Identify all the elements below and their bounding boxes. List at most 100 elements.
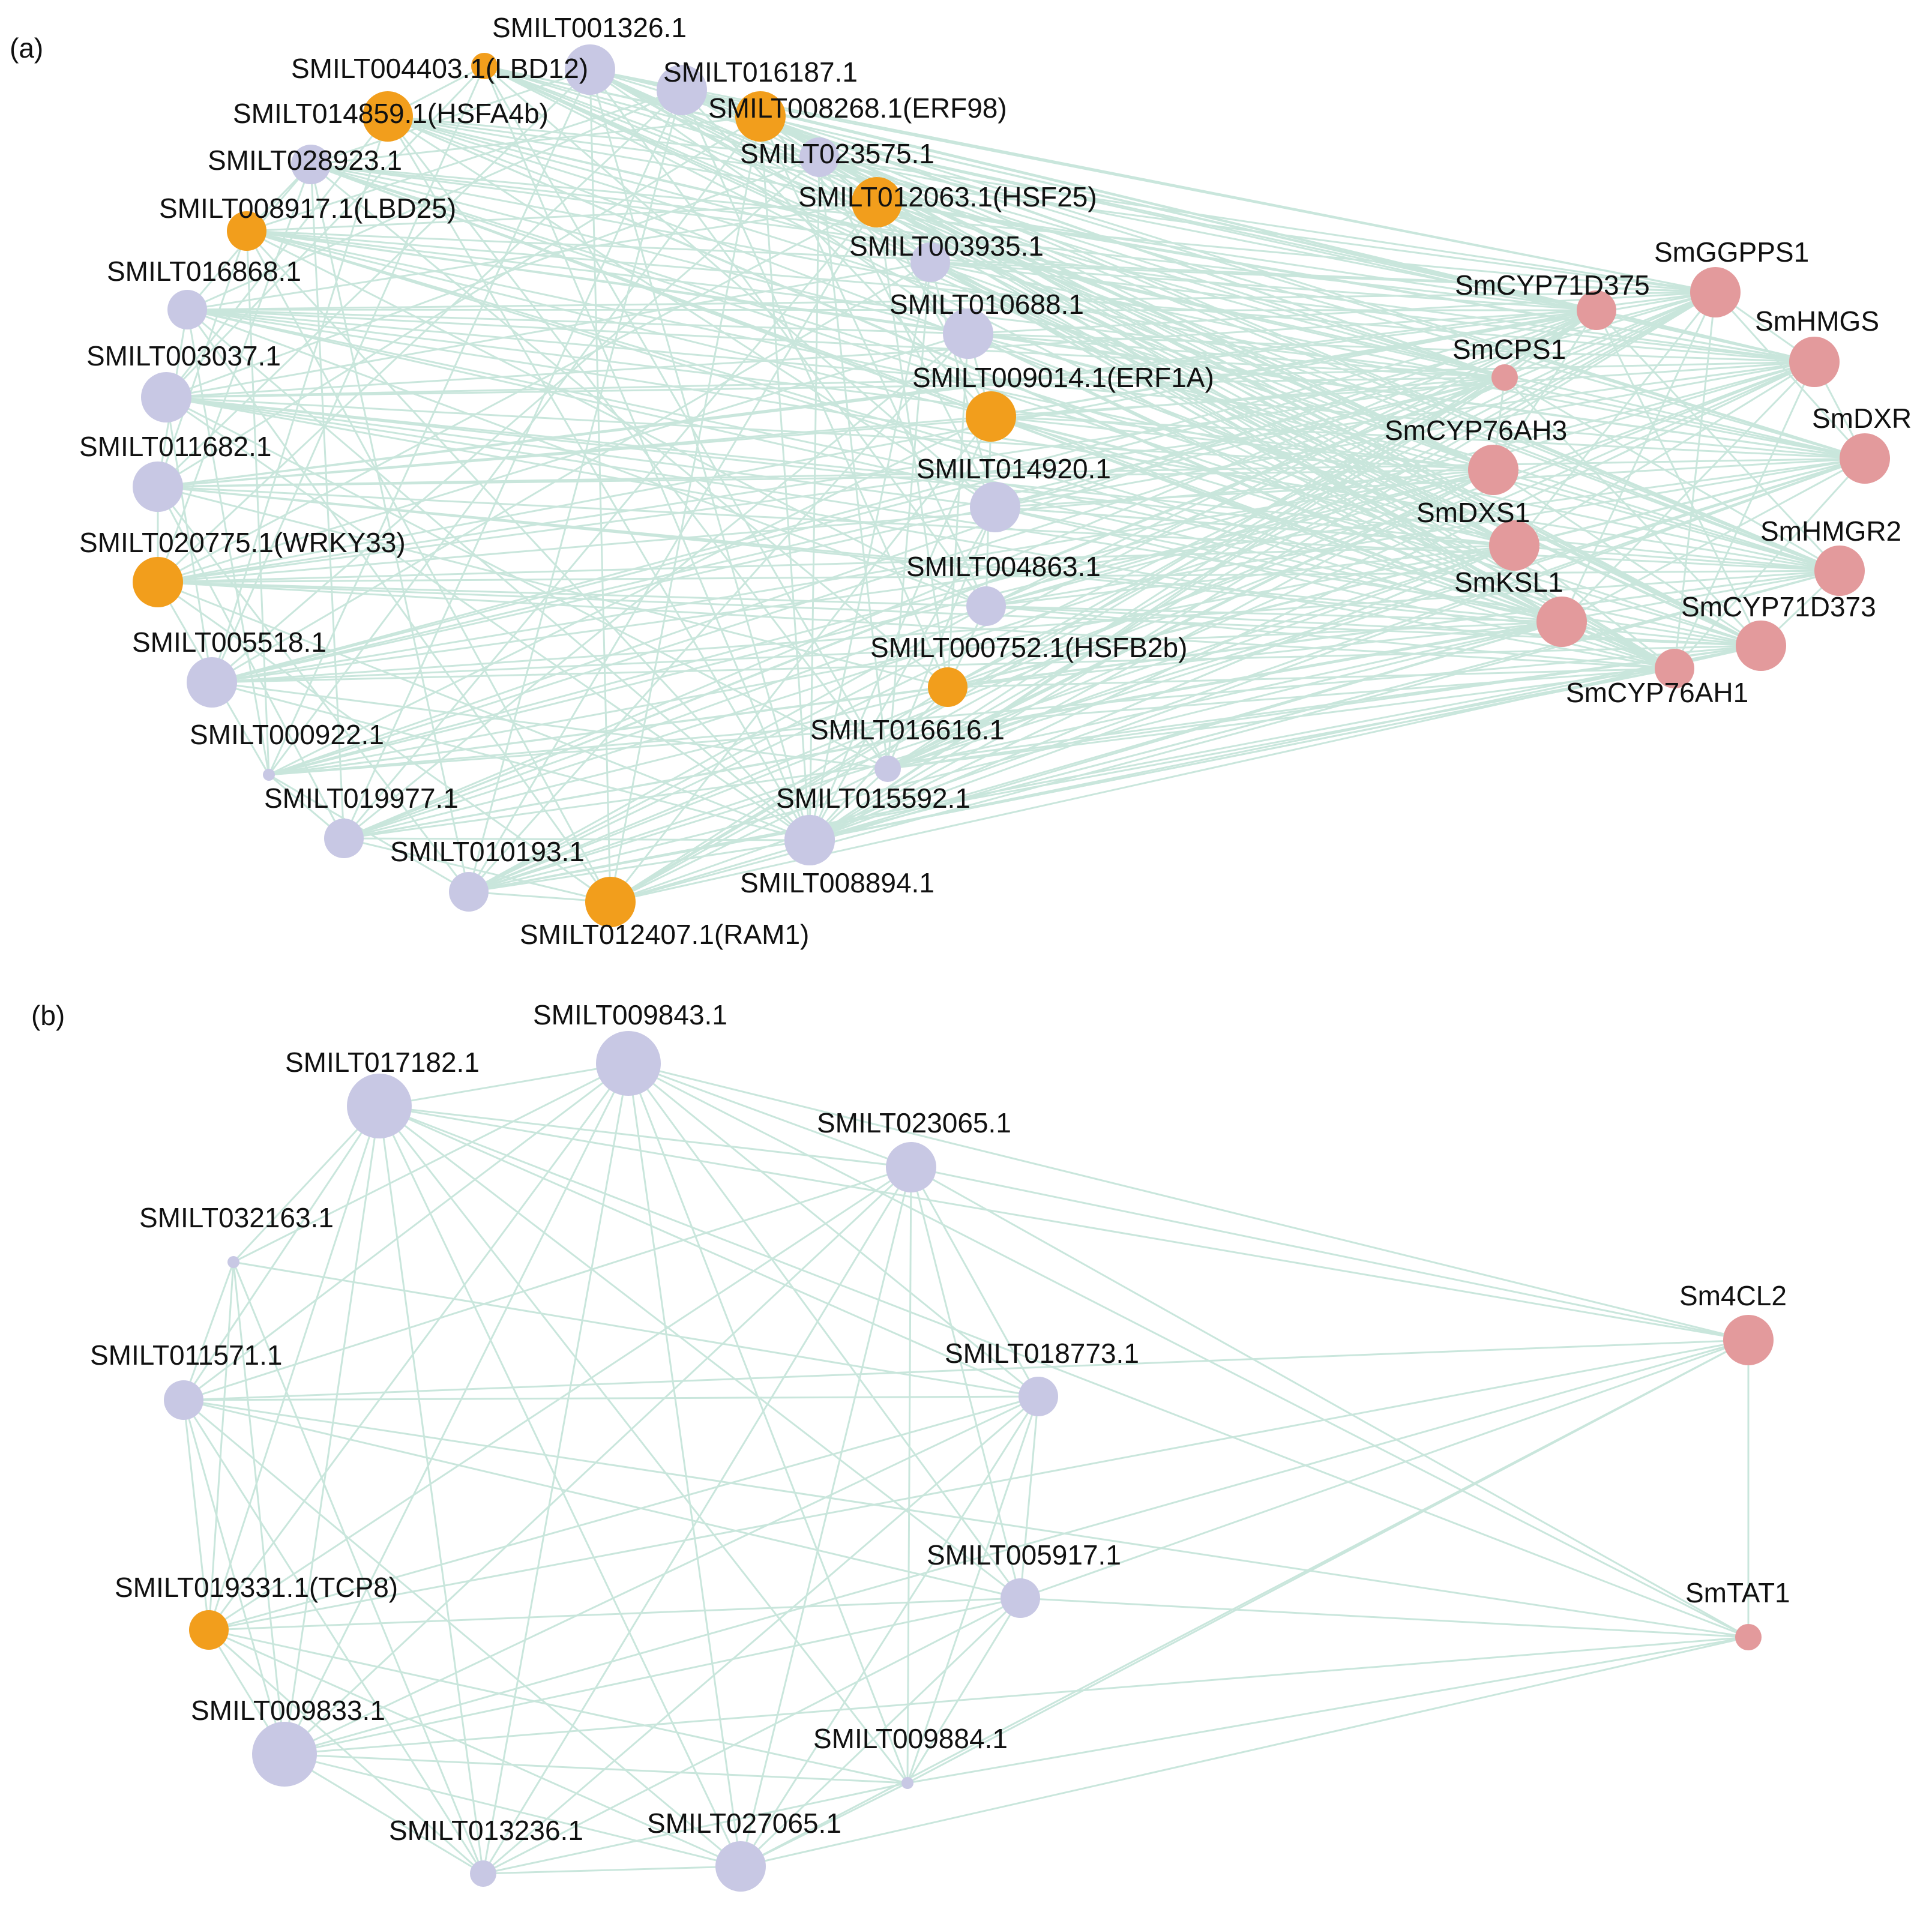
edge-SMILT018773.1-SMILT027065.1	[739, 1396, 1040, 1867]
edge-SMILT016868.1-SmHMGR2	[187, 308, 1840, 572]
edge-SmCYP76AH3-SmCYP71D373	[1493, 469, 1762, 647]
node-SMILT014920.1	[970, 482, 1020, 532]
node-SMILT016187.1	[657, 65, 707, 115]
node-label-SMILT019977.1: SMILT019977.1	[264, 783, 459, 814]
edge-SMILT016868.1-SmCYP76AH3	[187, 308, 1494, 471]
node-SMILT003935.1	[910, 242, 950, 282]
edge-SMILT009014.1-SmDXS1	[990, 415, 1515, 547]
panel-b-nodes: SMILT009843.1SMILT017182.1SMILT023065.1S…	[90, 999, 1790, 1892]
edge-SMILT016187.1-SMILT009014.1	[681, 89, 992, 418]
edge-SMILT010193.1-SmCYP71D375	[468, 309, 1597, 893]
edge-SMILT011571.1-SmTAT1	[183, 1399, 1749, 1638]
edge-SMILT028923.1-SmDXS1	[310, 163, 1515, 547]
node-label-SMILT013236.1: SMILT013236.1	[389, 1815, 583, 1846]
edge-SMILT020775.1-SmCYP71D375	[157, 309, 1597, 583]
edge-SMILT012063.1-SmCYP71D375	[876, 201, 1597, 311]
edge-SmCPS1-SmCYP71D373	[1503, 376, 1762, 647]
edge-SMILT008917.1-SMILT011682.1	[157, 230, 248, 487]
edge-SMILT000922.1-SmCYP76AH1	[268, 667, 1675, 776]
edge-SMILT017182.1-SMILT005917.1	[379, 1105, 1021, 1599]
edge-SMILT017182.1-SMILT018773.1	[379, 1105, 1039, 1398]
edge-SmGGPPS1-SmCYP76AH1	[1673, 292, 1717, 669]
edge-SMILT012063.1-SmHMGS	[876, 201, 1815, 363]
edge-SMILT019977.1-SmKSL1	[343, 621, 1562, 840]
node-label-SMILT009014.1: SMILT009014.1(ERF1A)	[912, 362, 1214, 393]
edge-SMILT012407.1-SmKSL1	[610, 621, 1562, 903]
edge-SMILT001326.1-SMILT012063.1	[589, 68, 877, 203]
node-label-SMILT009884.1: SMILT009884.1	[813, 1723, 1008, 1754]
node-SmTAT1	[1735, 1624, 1762, 1650]
edge-SMILT005917.1-SMILT019331.1	[208, 1597, 1021, 1631]
edge-SMILT004863.1-SMILT019977.1	[343, 605, 987, 840]
node-SmHMGR2	[1814, 546, 1865, 596]
edge-SMILT008268.1-SMILT004863.1	[759, 116, 987, 607]
node-SmHMGS	[1789, 337, 1840, 387]
edge-SMILT017182.1-SMILT013236.1	[378, 1105, 484, 1874]
edge-SMILT008894.1-SmHMGS	[809, 361, 1815, 841]
node-Sm4CL2	[1723, 1315, 1774, 1365]
edge-SMILT016868.1-SMILT004863.1	[187, 308, 987, 607]
edge-SMILT003935.1-SmCYP71D375	[930, 261, 1597, 311]
edge-SMILT020775.1-SMILT004863.1	[157, 581, 987, 607]
edge-SMILT004403.1-SMILT016616.1	[483, 65, 889, 769]
node-label-SMILT027065.1: SMILT027065.1	[647, 1808, 841, 1839]
edge-SMILT017182.1-SMILT011571.1	[182, 1105, 381, 1401]
edge-SMILT003037.1-SmCYP76AH1	[166, 396, 1675, 670]
node-SMILT011682.1	[133, 461, 183, 512]
node-label-SMILT016187.1: SMILT016187.1	[663, 56, 858, 88]
edge-SMILT008917.1-SMILT004863.1	[246, 230, 987, 607]
edge-SMILT005917.1-SMILT027065.1	[739, 1597, 1022, 1868]
panel-a-nodes: SMILT004403.1(LBD12)SMILT001326.1SMILT01…	[79, 12, 1912, 950]
node-label-SMILT018773.1: SMILT018773.1	[945, 1338, 1139, 1369]
node-label-SmKSL1: SmKSL1	[1454, 567, 1563, 598]
edge-SMILT019977.1-SmCYP71D375	[343, 309, 1597, 840]
edge-SMILT023575.1-SmCPS1	[819, 156, 1505, 379]
edge-SMILT023575.1-SMILT003037.1	[166, 156, 820, 398]
edge-SMILT016187.1-SMILT010193.1	[468, 89, 683, 892]
edge-SMILT004863.1-SmGGPPS1	[986, 291, 1716, 607]
edge-SMILT014859.1-SMILT023575.1	[387, 115, 820, 158]
edge-SMILT003037.1-SMILT008894.1	[166, 396, 810, 841]
edge-SmCYP71D375-SmHMGR2	[1595, 309, 1841, 572]
node-SMILT014859.1	[363, 91, 413, 142]
edge-SMILT012407.1-SmCYP71D375	[610, 309, 1597, 903]
edge-SmTAT1-SMILT009833.1	[284, 1636, 1749, 1755]
edge-SMILT023065.1-SMILT027065.1	[739, 1167, 912, 1867]
edge-SMILT023065.1-SMILT005917.1	[910, 1167, 1022, 1599]
node-SMILT016616.1	[874, 756, 901, 782]
node-label-SMILT020775.1: SMILT020775.1(WRKY33)	[79, 527, 406, 558]
panel-b-edges	[182, 1062, 1750, 1875]
edge-SMILT011571.1-SMILT018773.1	[183, 1395, 1039, 1401]
edge-SMILT008268.1-SmHMGS	[760, 115, 1815, 363]
node-label-SMILT005917.1: SMILT005917.1	[927, 1539, 1121, 1571]
edge-SMILT008917.1-SmHMGR2	[246, 230, 1840, 572]
node-SmCYP76AH1	[1655, 649, 1694, 688]
edge-SmTAT1-SMILT027065.1	[740, 1636, 1749, 1868]
edge-SMILT012407.1-SmCYP76AH3	[610, 469, 1494, 903]
node-SMILT018773.1	[1019, 1377, 1058, 1416]
edge-SmDXR-SmKSL1	[1561, 457, 1865, 623]
edge-SMILT009843.1-SMILT011571.1	[183, 1062, 629, 1401]
node-SMILT001326.1	[565, 44, 615, 95]
node-SMILT009843.1	[596, 1031, 661, 1096]
edge-SMILT010193.1-SmDXR	[468, 457, 1865, 893]
node-label-SmCYP71D375: SmCYP71D375	[1455, 269, 1650, 301]
edge-SMILT009843.1-SMILT009884.1	[627, 1063, 909, 1784]
node-SMILT008894.1	[784, 815, 835, 865]
edge-SMILT004403.1-SMILT023575.1	[484, 65, 820, 158]
node-label-SMILT010193.1: SMILT010193.1	[390, 836, 585, 867]
edge-SMILT009833.1-SMILT009884.1	[284, 1753, 908, 1784]
edge-SmGGPPS1-SmDXR	[1714, 291, 1866, 460]
edge-SMILT018773.1-SMILT019331.1	[208, 1395, 1039, 1631]
edge-Sm4CL2-SMILT009833.1	[284, 1339, 1749, 1755]
edge-SMILT018773.1-SMILT009884.1	[906, 1396, 1040, 1784]
edge-SMILT016868.1-SmGGPPS1	[187, 291, 1716, 311]
edge-SMILT008894.1-SmDXS1	[809, 544, 1515, 841]
edge-SMILT009843.1-SMILT027065.1	[627, 1063, 742, 1867]
edge-SMILT020775.1-SmCYP76AH3	[157, 469, 1494, 583]
node-SMILT010193.1	[449, 872, 489, 912]
edge-SMILT010688.1-SMILT019977.1	[343, 332, 969, 840]
node-label-SmCPS1: SmCPS1	[1452, 334, 1566, 365]
edge-SMILT009843.1-Sm4CL2	[628, 1062, 1749, 1341]
node-label-SMILT005518.1: SMILT005518.1	[132, 627, 327, 658]
